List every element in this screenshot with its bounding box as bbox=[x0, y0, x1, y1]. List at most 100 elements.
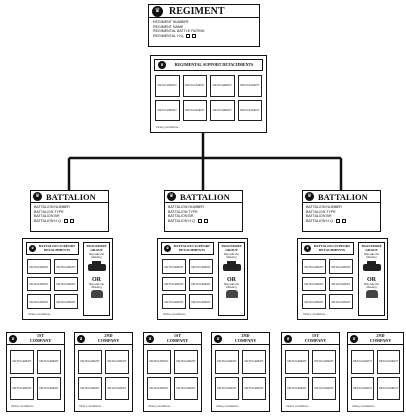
battalion-support-header: ♛ BATTALION SUPPORT DETACHMENTS bbox=[301, 242, 354, 255]
detachment-slot-label: DETACHMENT bbox=[240, 107, 260, 112]
company-header: ♛ 2nd COMPANY bbox=[212, 333, 269, 345]
battalion-field-row: BATTALION H.Q. bbox=[168, 219, 239, 224]
detachment-slot: DETACHMENT bbox=[210, 75, 235, 97]
checkbox-icon bbox=[63, 219, 68, 224]
detachment-slot: DETACHMENT bbox=[242, 350, 266, 374]
detachment-slot-label: DETACHMENT bbox=[80, 385, 100, 390]
transport-text: May take the following bbox=[224, 252, 239, 259]
checkbox-icon bbox=[186, 34, 191, 39]
detachment-slot: DETACHMENT bbox=[182, 75, 207, 97]
figure-icon bbox=[365, 289, 378, 298]
detachment-slot-label: DETACHMENT bbox=[56, 264, 76, 269]
battalion-support-card: ♛ BATTALION SUPPORT DETACHMENTS DETACHME… bbox=[157, 238, 248, 320]
detachment-slot: DETACHMENT bbox=[210, 99, 235, 121]
detachment-slot: DETACHMENT bbox=[155, 99, 180, 121]
detachment-slot-label: DETACHMENT bbox=[331, 264, 351, 269]
detachment-slot: DETACHMENT bbox=[54, 294, 78, 309]
detachment-slot-label: DETACHMENT bbox=[212, 107, 232, 112]
company-title-block: 1st COMPANY bbox=[19, 333, 62, 343]
detachment-slot-label: DETACHMENT bbox=[149, 359, 169, 364]
transport-text: May take the following bbox=[89, 252, 104, 259]
detachment-slot-label: DETACHMENT bbox=[56, 282, 76, 287]
detachment-slot: DETACHMENT bbox=[182, 99, 207, 121]
transport-or: OR bbox=[92, 276, 101, 283]
transport-text: May take the following bbox=[224, 282, 239, 289]
checkbox-icon bbox=[203, 219, 208, 224]
detachment-slot: DETACHMENT bbox=[215, 376, 239, 400]
detachment-slot: DETACHMENT bbox=[54, 276, 78, 292]
battalion-field: BATTALION TYPE bbox=[306, 209, 336, 214]
figure-icon bbox=[225, 289, 238, 298]
company-title: COMPANY bbox=[29, 337, 52, 343]
company-header: ♛ 2nd COMPANY bbox=[75, 333, 132, 345]
battalion-support-title: BATTALION SUPPORT DETACHMENTS bbox=[38, 243, 76, 252]
company-footer: Victory conditions... bbox=[11, 404, 36, 408]
detachment-slot: DETACHMENT bbox=[162, 259, 186, 274]
detachment-slot: DETACHMENT bbox=[162, 294, 186, 309]
battalion-support-header: ♛ BATTALION SUPPORT DETACHMENTS bbox=[161, 242, 214, 255]
company-card-1st: ♛ 1st COMPANY DETACHMENT DETACHMENT DETA… bbox=[143, 332, 202, 412]
detachment-slot: DETACHMENT bbox=[27, 259, 51, 274]
detachment-slot-label: DETACHMENT bbox=[287, 385, 307, 390]
detachment-slot-label: DETACHMENT bbox=[217, 385, 237, 390]
company-number: 1st bbox=[311, 333, 320, 338]
company-emblem-icon: ♛ bbox=[146, 334, 154, 343]
company-title: COMPANY bbox=[166, 337, 189, 343]
battalion-header: ♛ BATTALION bbox=[165, 191, 242, 203]
battalion-card: ♛ BATTALION BATTALION NUMBER BATTALION T… bbox=[30, 190, 109, 232]
detachment-slot: DETACHMENT bbox=[302, 276, 326, 292]
battalion-field: BATTALION BR bbox=[306, 214, 332, 219]
company-card-1st: ♛ 1st COMPANY DETACHMENT DETACHMENT DETA… bbox=[6, 332, 65, 412]
company-footer: Victory conditions... bbox=[216, 404, 241, 408]
detachment-slot: DETACHMENT bbox=[237, 99, 262, 121]
detachment-slot-label: DETACHMENT bbox=[378, 385, 399, 390]
company-header: ♛ 2nd COMPANY bbox=[348, 333, 403, 345]
detachment-slot: DETACHMENT bbox=[302, 259, 326, 274]
battalion-support-card: ♛ BATTALION SUPPORT DETACHMENTS DETACHME… bbox=[22, 238, 113, 320]
detachment-slot: DETACHMENT bbox=[162, 276, 186, 292]
detachment-slot: DETACHMENT bbox=[174, 350, 198, 374]
detachment-slot-label: DETACHMENT bbox=[107, 359, 127, 364]
transport-title: Transport Group bbox=[361, 244, 382, 253]
support-emblem-icon: ♛ bbox=[164, 245, 171, 252]
battalion-field: BATTALION TYPE bbox=[34, 209, 64, 214]
detachment-slot: DETACHMENT bbox=[10, 350, 34, 374]
company-header: ♛ 1st COMPANY bbox=[7, 333, 64, 345]
company-card-2nd: ♛ 2nd COMPANY DETACHMENT DETACHMENT DETA… bbox=[347, 332, 404, 412]
company-footer: Victory conditions... bbox=[148, 404, 173, 408]
battalion-header: ♛ BATTALION bbox=[303, 191, 380, 203]
regimental-support-title: REGIMENTAL SUPPORT DETACHMENTS bbox=[174, 61, 254, 67]
regiment-field-row: REGIMENTAL H.Q. bbox=[153, 34, 255, 39]
company-title: COMPANY bbox=[304, 337, 327, 343]
company-emblem-icon: ♛ bbox=[214, 334, 222, 343]
detachment-slot: DETACHMENT bbox=[174, 376, 198, 400]
regiment-emblem-icon: ♛ bbox=[152, 5, 163, 17]
detachment-slot: DETACHMENT bbox=[10, 376, 34, 400]
battalion-field: BATTALION BR bbox=[168, 214, 194, 219]
battalion-emblem-icon: ♛ bbox=[305, 192, 314, 201]
detachment-slot: DETACHMENT bbox=[351, 350, 374, 374]
battalion-header: ♛ BATTALION bbox=[31, 191, 108, 203]
company-title-block: 1st COMPANY bbox=[294, 333, 337, 343]
checkbox-icon bbox=[341, 219, 346, 224]
vehicle-icon bbox=[87, 260, 106, 271]
company-card-2nd: ♛ 2nd COMPANY DETACHMENT DETACHMENT DETA… bbox=[74, 332, 133, 412]
transport-or: OR bbox=[227, 276, 236, 283]
detachment-slot: DETACHMENT bbox=[312, 376, 336, 400]
detachment-slot-label: DETACHMENT bbox=[157, 107, 177, 112]
battalion-field: BATTALION H.Q. bbox=[306, 218, 334, 223]
regimental-support-card: ♛ REGIMENTAL SUPPORT DETACHMENTS DETACHM… bbox=[150, 55, 267, 133]
regiment-title: REGIMENT bbox=[169, 5, 225, 17]
regiment-fields: REGIMENT NUMBER REGIMENT NAME REGIMENTAL… bbox=[149, 18, 259, 40]
company-title-block: 2nd COMPANY bbox=[87, 333, 130, 343]
battalion-field: BATTALION NUMBER bbox=[34, 205, 71, 209]
detachment-slot: DETACHMENT bbox=[302, 294, 326, 309]
battalion-fields: BATTALION NUMBER BATTALION TYPE BATTALIO… bbox=[31, 203, 108, 225]
regiment-field: REGIMENT NUMBER bbox=[153, 20, 189, 24]
detachment-slot: DETACHMENT bbox=[37, 350, 61, 374]
company-footer: Victory conditions... bbox=[286, 404, 311, 408]
regiment-header: ♛ REGIMENT bbox=[149, 5, 259, 18]
detachment-slot-label: DETACHMENT bbox=[352, 385, 373, 390]
detachment-slot-label: DETACHMENT bbox=[352, 359, 373, 364]
detachment-slot-label: DETACHMENT bbox=[212, 83, 232, 88]
